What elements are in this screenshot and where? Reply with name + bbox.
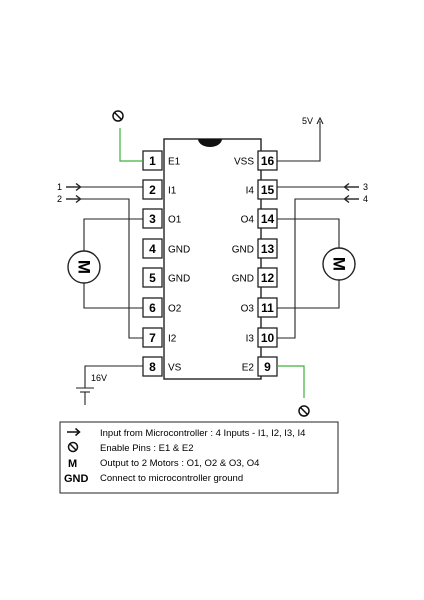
input-1-label: 1 <box>57 182 62 192</box>
ic-body <box>163 138 262 380</box>
enable-e1-wire <box>119 128 143 162</box>
pin-label: E1 <box>168 157 181 168</box>
right-pin-13: 13 GND <box>232 238 278 259</box>
pin-number: 11 <box>261 301 274 315</box>
legend-text: Enable Pins : E1 & E2 <box>100 443 193 454</box>
pin-number: 6 <box>149 301 156 315</box>
pin-label: O3 <box>241 304 255 315</box>
pin-number: 4 <box>149 242 156 256</box>
motor-left-label: M <box>75 260 94 274</box>
pin-number: 1 <box>149 154 156 168</box>
pin-label: VSS <box>234 157 254 168</box>
right-pin-15: 15 I4 <box>246 179 278 200</box>
left-pin-4: 4 GND <box>142 238 190 259</box>
pin-label: O2 <box>168 304 182 315</box>
vs-wire <box>84 365 143 388</box>
motor-right-wire-o3 <box>277 280 340 309</box>
pin-number: 3 <box>149 212 156 226</box>
left-pin-5: 5 GND <box>142 267 190 288</box>
right-pin-12: 12 GND <box>232 267 278 288</box>
motor-right-label: M <box>330 257 349 271</box>
pin-label: I1 <box>168 186 177 197</box>
pin-number: 14 <box>261 212 275 226</box>
legend-row-motor: M Output to 2 Motors : O1, O2 & O3, O4 <box>68 458 259 470</box>
pin-number: 7 <box>149 331 156 345</box>
pin-number: 10 <box>261 331 275 345</box>
legend-row-enable: Enable Pins : E1 & E2 <box>67 441 193 454</box>
pin-number: 8 <box>149 360 156 374</box>
pin-number: 16 <box>261 154 275 168</box>
pin-label: O1 <box>168 215 182 226</box>
vss-arrow-icon <box>316 116 324 125</box>
pin-number: 13 <box>261 242 275 256</box>
legend-row-ground: GND Connect to microcontroller ground <box>64 473 243 485</box>
pin-number: 15 <box>261 183 275 197</box>
legend-text: Connect to microcontroller ground <box>100 473 243 484</box>
legend-enable-icon <box>67 441 79 453</box>
input-4-label: 4 <box>363 194 368 204</box>
legend-key: M <box>68 458 77 470</box>
pin-label: GND <box>168 245 190 256</box>
pin-label: GND <box>232 274 254 285</box>
pin-label: VS <box>168 363 182 374</box>
input-2-label: 2 <box>57 194 62 204</box>
input-2-arrow-icon <box>66 194 82 204</box>
vss-wire <box>277 121 321 162</box>
motor-left-wire-o2 <box>83 283 143 309</box>
legend-text: Output to 2 Motors : O1, O2 & O3, O4 <box>100 458 259 469</box>
pin-number: 5 <box>149 271 156 285</box>
input-4-wire <box>277 198 345 339</box>
ic-notch <box>198 139 222 147</box>
right-pin-16: 16 VSS <box>234 150 278 171</box>
pin-label: E2 <box>242 363 255 374</box>
pin-label: I4 <box>246 186 255 197</box>
left-pin-2: 2 I1 <box>142 179 177 200</box>
right-pin-11: 11 O3 <box>241 297 278 318</box>
input-3-arrow-icon <box>343 182 359 192</box>
input-1-arrow-icon <box>66 182 82 192</box>
pin-label: GND <box>232 245 254 256</box>
enable-e2-wire <box>277 365 305 398</box>
pin-number: 12 <box>261 271 275 285</box>
left-pin-1: 1 E1 <box>142 150 181 171</box>
pin-number: 9 <box>264 360 271 374</box>
legend-text: Input from Microcontroller : 4 Inputs - … <box>100 428 305 439</box>
input-3-label: 3 <box>363 182 368 192</box>
legend-row-input: Input from Microcontroller : 4 Inputs - … <box>67 427 305 439</box>
pin-label: I2 <box>168 334 177 345</box>
legend-arrow-icon <box>67 427 81 437</box>
pin-number: 2 <box>149 183 156 197</box>
right-pin-10: 10 I3 <box>246 327 278 348</box>
enable-e2-symbol-icon <box>298 405 310 417</box>
input-4-arrow-icon <box>343 194 359 204</box>
legend: Input from Microcontroller : 4 Inputs - … <box>59 421 339 494</box>
input-2-wire <box>80 198 143 339</box>
supply-5v-label: 5V <box>302 116 313 126</box>
enable-e1-symbol-icon <box>112 110 124 122</box>
supply-16v-label: 16V <box>91 373 107 383</box>
left-pin-3: 3 O1 <box>142 208 182 229</box>
legend-key: GND <box>64 473 89 485</box>
pin-label: GND <box>168 274 190 285</box>
motor-right-wire-o4 <box>277 218 340 248</box>
motor-left-icon: M <box>67 250 101 284</box>
motor-right-icon: M <box>322 247 356 281</box>
pin-label: I3 <box>246 334 255 345</box>
pin-label: O4 <box>241 215 255 226</box>
left-pin-7: 7 I2 <box>142 327 177 348</box>
motor-left-wire-o1 <box>83 218 143 251</box>
